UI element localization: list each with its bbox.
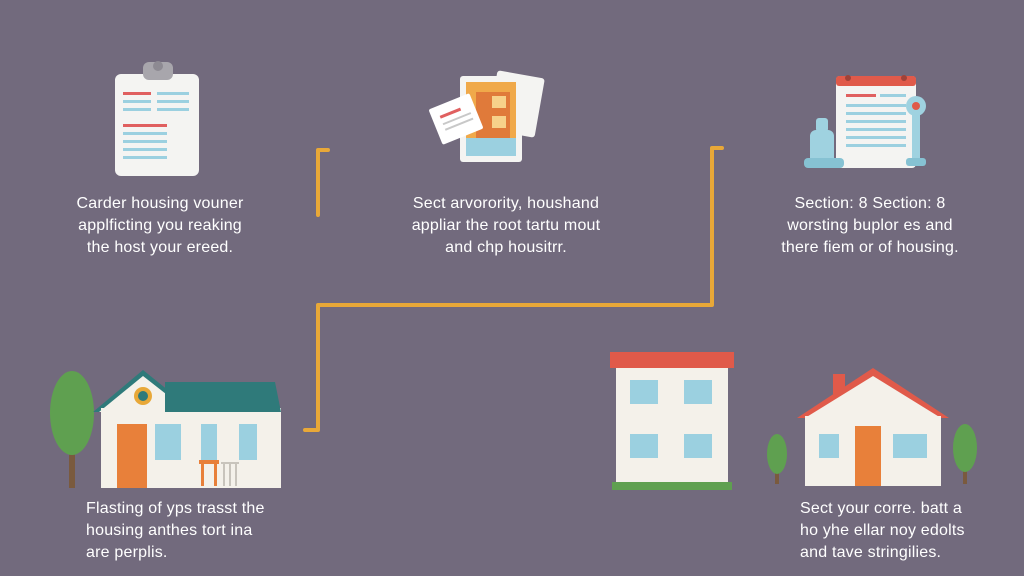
- caption-line: are perplis.: [86, 544, 168, 561]
- documents-icon: [429, 70, 545, 162]
- caption-line: Sect arvorority, houshand: [412, 195, 600, 212]
- caption-line: there fiem or of housing.: [781, 239, 959, 256]
- caption-line: applficting you reaking: [78, 217, 242, 234]
- caption-line: ho yhe ellar noy edolts: [800, 522, 965, 539]
- caption-line: worsting buplor es and: [787, 217, 953, 234]
- caption-line: Sect your corre. batt a: [800, 500, 963, 517]
- caption-line: housing anthes tort ina: [86, 522, 253, 539]
- caption-line: and tave stringilies.: [800, 544, 942, 561]
- caption-line: and chp housitrr.: [445, 239, 567, 256]
- caption-line: Flasting of yps trasst the: [86, 500, 265, 517]
- step-1-caption: Carder housing vouner applficting you re…: [60, 193, 260, 259]
- house-with-tree-icon: [50, 370, 281, 488]
- caption-line: Carder housing vouner: [76, 195, 244, 212]
- caption-line: appliar the root tartu mout: [411, 217, 601, 234]
- step-3-caption: Section: 8 Section: 8 worsting buplor es…: [770, 193, 970, 259]
- house-with-bushes-icon: [767, 368, 977, 486]
- caption-line: the host your ereed.: [86, 239, 234, 256]
- caption-line: Section: 8 Section: 8: [794, 195, 946, 212]
- calendar-form-icon: [804, 75, 926, 168]
- step-4-caption: Flasting of yps trasst the housing anthe…: [86, 498, 296, 564]
- apartment-building-icon: [610, 352, 734, 490]
- clipboard-icon: [115, 61, 199, 176]
- step-2-caption: Sect arvorority, houshand appliar the ro…: [395, 193, 617, 259]
- step-6-caption: Sect your corre. batt a ho yhe ellar noy…: [800, 498, 1000, 564]
